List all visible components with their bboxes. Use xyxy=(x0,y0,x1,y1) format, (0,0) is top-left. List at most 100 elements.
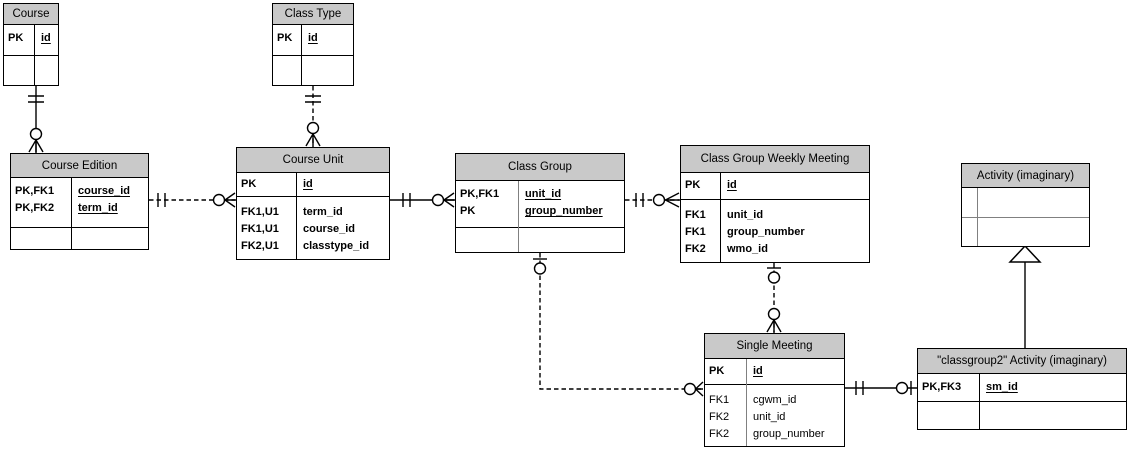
rel-course-to-course-edition xyxy=(28,86,44,153)
empty-row xyxy=(11,227,148,249)
empty-row xyxy=(273,55,353,85)
column-divider xyxy=(34,25,35,85)
entity-title: Class Group Weekly Meeting xyxy=(681,146,869,173)
attribute-name: term_id xyxy=(303,206,343,218)
entity-class-type: Class Type PK id xyxy=(272,3,354,86)
attribute-name: course_id xyxy=(303,223,355,235)
attribute-row: PK id xyxy=(705,363,844,380)
attribute-name: sm_id xyxy=(986,381,1018,393)
attribute-row: FK2 wmo_id xyxy=(681,241,869,258)
key-cell: PK,FK1 xyxy=(15,185,55,197)
attribute-row: PK,FK3 sm_id xyxy=(918,379,1126,396)
rel-class-group-to-cgwm xyxy=(625,192,680,208)
attribute-name: unit_id xyxy=(525,188,562,200)
one-and-only-one-icon xyxy=(402,193,411,207)
zero-circle-icon xyxy=(895,381,909,395)
key-cell: PK xyxy=(685,179,701,191)
entity-title: Course Unit xyxy=(237,148,389,173)
attribute-row: PK,FK2 term_id xyxy=(11,200,148,217)
attribute-name: id xyxy=(308,32,318,44)
entity-classgroup2-activity-imaginary: "classgroup2" Activity (imaginary) PK,FK… xyxy=(917,348,1127,430)
crow-foot-icon xyxy=(443,192,455,208)
key-cell: PK xyxy=(460,205,476,217)
attribute-name: unit_id xyxy=(727,209,764,221)
rel-course-unit-to-class-group xyxy=(390,192,455,208)
attribute-row: FK2 unit_id xyxy=(705,409,844,426)
crow-foot-icon xyxy=(766,319,782,333)
attribute-row: FK1,U1 course_id xyxy=(237,221,389,238)
key-cell: FK1,U1 xyxy=(241,206,279,218)
entity-single-meeting: Single Meeting PK id FK1 cgwm_id FK2 uni… xyxy=(704,333,845,447)
zero-circle-icon xyxy=(533,262,547,275)
empty-row xyxy=(962,188,1089,217)
attribute-row: FK1 group_number xyxy=(681,224,869,241)
rel-cgwm-to-single-meeting xyxy=(766,263,782,333)
attribute-name: group_number xyxy=(525,205,603,217)
attribute-name: id xyxy=(727,179,737,191)
attribute-name: term_id xyxy=(78,202,118,214)
one-and-only-one-icon xyxy=(28,95,44,103)
empty-row xyxy=(962,217,1089,246)
key-cell: PK xyxy=(277,32,293,44)
rel-course-edition-to-course-unit xyxy=(149,192,236,208)
one-and-only-one-icon xyxy=(855,381,864,395)
rel-class-type-to-course-unit xyxy=(305,86,321,147)
empty-row xyxy=(456,227,624,252)
entity-title: "classgroup2" Activity (imaginary) xyxy=(918,349,1126,374)
attribute-row: FK1 cgwm_id xyxy=(705,392,844,409)
attribute-name: group_number xyxy=(753,428,825,440)
key-cell: PK,FK3 xyxy=(922,381,962,393)
crow-foot-icon xyxy=(28,139,44,153)
attribute-name: group_number xyxy=(727,226,805,238)
key-cell: FK1 xyxy=(709,394,730,406)
attribute-row: PK id xyxy=(4,30,58,47)
attribute-name: id xyxy=(753,365,763,377)
rel-inheritance-classgroup2-to-activity xyxy=(1008,244,1042,348)
attribute-row: PK,FK1 unit_id xyxy=(456,186,624,203)
column-divider xyxy=(720,173,721,262)
rel-class-group-to-single-meeting xyxy=(533,253,704,397)
entity-course-edition: Course Edition PK,FK1 course_id PK,FK2 t… xyxy=(10,153,149,250)
entity-course-unit: Course Unit PK id FK1,U1 term_id FK1,U1 … xyxy=(236,147,390,260)
attribute-row: PK id xyxy=(273,30,353,47)
column-divider xyxy=(979,374,980,429)
entity-course: Course PK id xyxy=(3,3,59,86)
one-and-only-one-icon xyxy=(305,95,321,103)
key-cell: FK2 xyxy=(709,411,730,423)
zero-circle-icon xyxy=(431,193,445,207)
one-and-only-one-icon xyxy=(635,193,644,207)
column-divider xyxy=(746,359,747,446)
attribute-row: PK id xyxy=(237,176,389,193)
key-cell: PK xyxy=(241,178,257,190)
one-and-only-one-icon xyxy=(157,193,166,207)
rel-single-meeting-to-classgroup2-activity xyxy=(845,381,917,395)
entity-title: Course xyxy=(4,4,58,25)
crow-foot-icon xyxy=(665,192,680,208)
entity-activity-imaginary: Activity (imaginary) xyxy=(961,163,1090,247)
key-cell: PK,FK1 xyxy=(460,188,500,200)
column-divider xyxy=(71,178,72,249)
attribute-name: wmo_id xyxy=(727,243,768,255)
entity-title: Class Group xyxy=(456,154,624,181)
zero-circle-icon xyxy=(652,193,666,207)
key-cell: PK xyxy=(709,365,725,377)
attribute-row: PK group_number xyxy=(456,203,624,220)
zero-circle-icon xyxy=(212,193,226,207)
attribute-name: unit_id xyxy=(753,411,786,423)
key-cell: FK1,U1 xyxy=(241,223,279,235)
attribute-row: FK1 unit_id xyxy=(681,207,869,224)
zero-circle-icon xyxy=(29,127,43,141)
entity-title: Course Edition xyxy=(11,154,148,178)
key-cell: FK2 xyxy=(685,243,706,255)
zero-circle-icon xyxy=(683,382,697,396)
key-cell: FK1 xyxy=(685,209,706,221)
attribute-row: PK id xyxy=(681,177,869,194)
entity-class-group: Class Group PK,FK1 unit_id PK group_numb… xyxy=(455,153,625,253)
empty-row xyxy=(4,55,58,85)
entity-title: Single Meeting xyxy=(705,334,844,359)
key-cell: PK,FK2 xyxy=(15,202,55,214)
attribute-row: PK,FK1 course_id xyxy=(11,183,148,200)
entity-title: Class Type xyxy=(273,4,353,25)
